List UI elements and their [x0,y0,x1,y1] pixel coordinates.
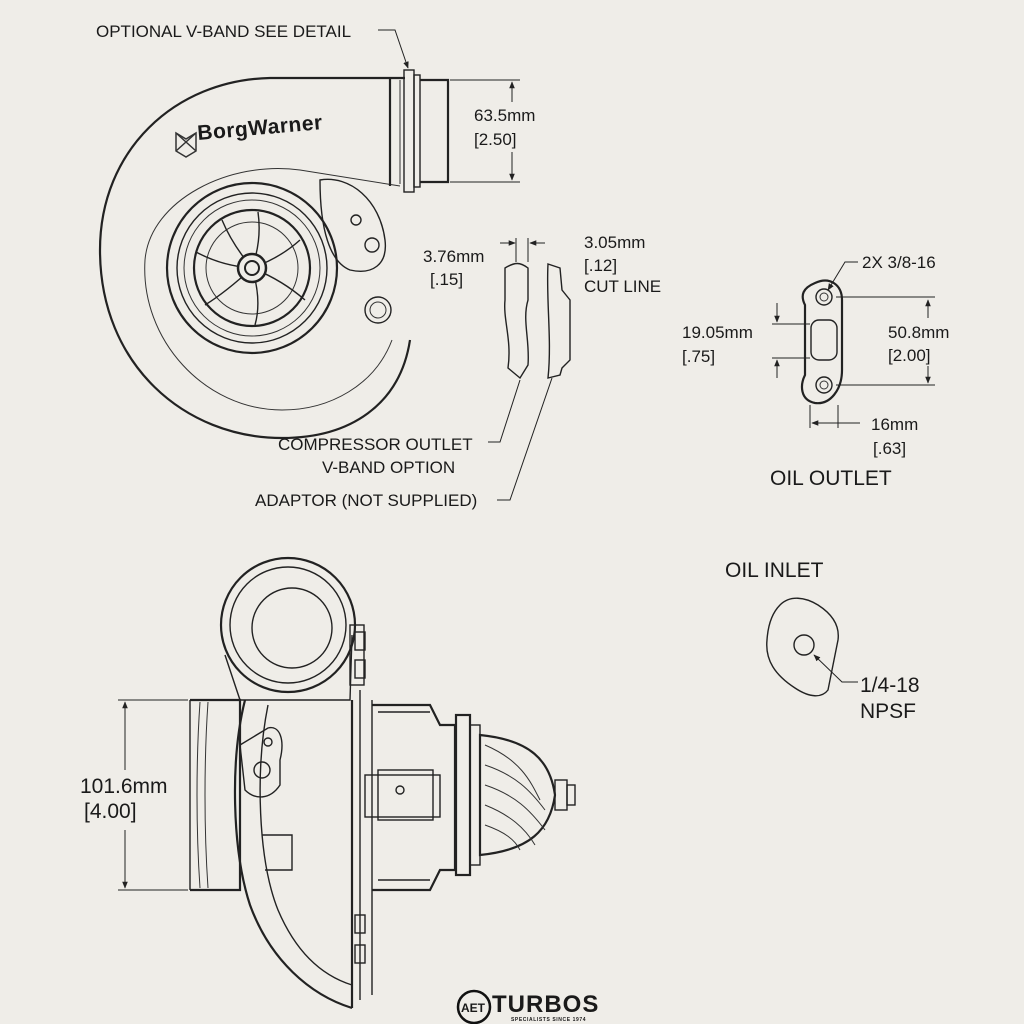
oil-inlet-title: OIL INLET [725,559,824,582]
logo-name: TURBOS [492,991,599,1018]
bolt-spacing-mm: 50.8mm [888,323,949,342]
oil-inlet-thread-type: NPSF [860,700,916,723]
cut-line-label: CUT LINE [584,277,661,296]
borgwarner-logo-icon [175,131,197,158]
outlet-dim-in: [2.50] [474,130,517,149]
aet-turbos-logo: AET TURBOS SPECIALISTS SINCE 1974 [456,989,599,1024]
oil-port-width-mm: 19.05mm [682,323,753,342]
vband-right-dim-in: [.12] [584,256,617,275]
vband-right-dim-mm: 3.05mm [584,233,645,252]
oil-outlet-flange: 19.05mm [.75] 50.8mm [2.00] 16mm [.63] 2… [682,253,949,490]
turbine-wheel-icon [478,733,576,857]
vband-left-dim-in: [.15] [430,270,463,289]
adaptor-label: ADAPTOR (NOT SUPPLIED) [255,491,477,510]
compressor-housing-top-view: BorgWarner OPTIONAL V-BAND SEE DETAIL [96,22,535,440]
oil-inlet-thread: 1/4-18 [860,674,920,697]
vband-detail: 3.76mm [.15] 3.05mm [.12] CUT LINE COMPR… [255,233,661,510]
compressor-outlet-label: COMPRESSOR OUTLET [278,435,473,454]
inlet-dim-mm: 101.6mm [80,775,168,798]
flange-width-in: [.63] [873,439,906,458]
flange-bolts [354,631,366,964]
compressor-wheel-icon [195,211,306,326]
outlet-dim-mm: 63.5mm [474,106,535,125]
bolt-spacing-in: [2.00] [888,346,931,365]
vband-option-label: V-BAND OPTION [322,458,455,477]
bolt-thread-label: 2X 3/8-16 [862,253,936,272]
logo-tagline: SPECIALISTS SINCE 1974 [511,1017,586,1023]
vband-left-dim-mm: 3.76mm [423,247,484,266]
logo-mark: AET [461,1001,486,1015]
oil-inlet-flange: OIL INLET 1/4-18 NPSF [725,559,920,723]
inlet-dim-in: [4.00] [84,800,137,823]
turbo-side-view: 101.6mm [4.00] [80,556,576,1010]
oil-outlet-title: OIL OUTLET [770,467,892,490]
brand-name: BorgWarner [196,111,323,145]
oil-port-width-in: [.75] [682,347,715,366]
flange-width-mm: 16mm [871,415,918,434]
vband-see-detail-label: OPTIONAL V-BAND SEE DETAIL [96,22,351,41]
